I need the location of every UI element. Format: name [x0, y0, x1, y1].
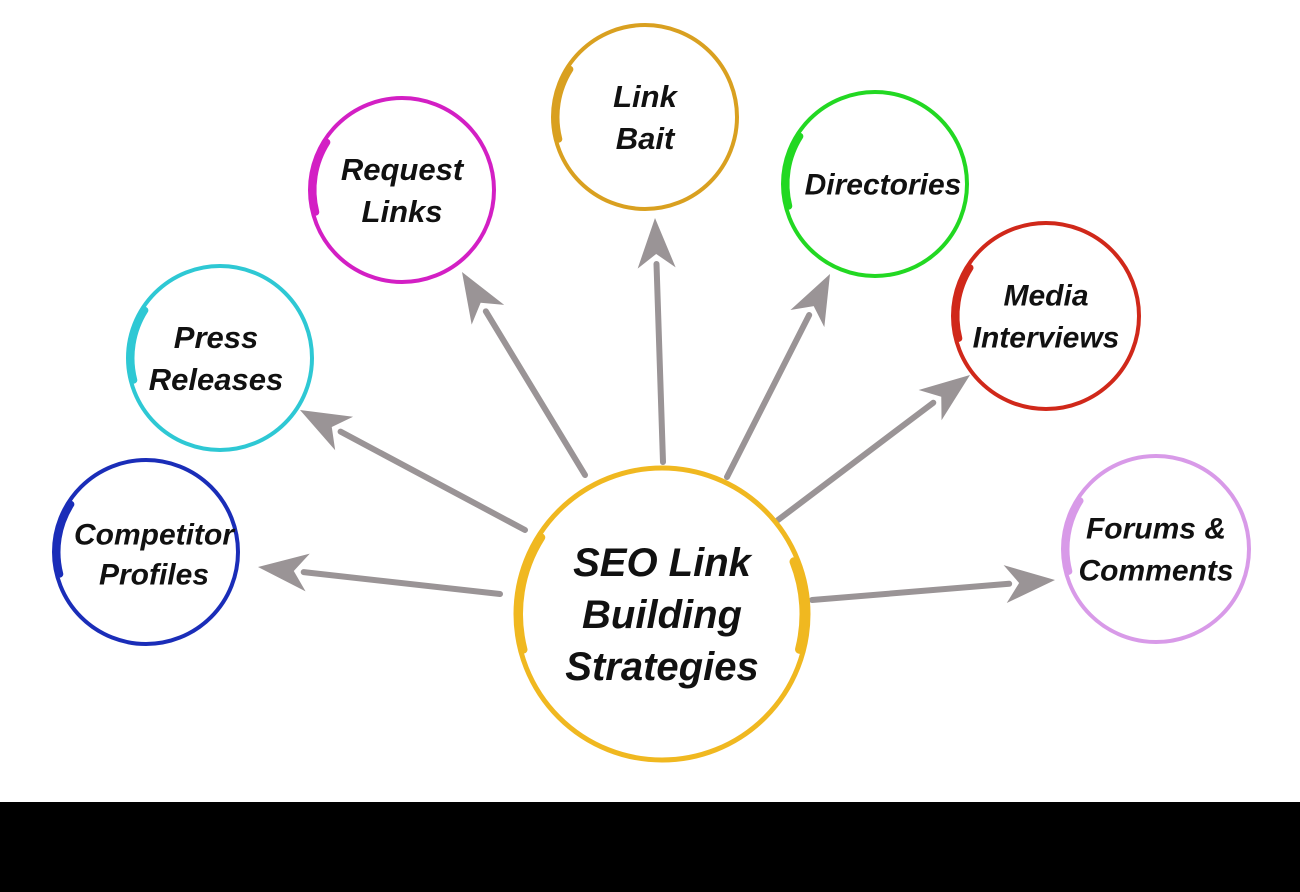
- center-circle-stroke-start: [515, 533, 546, 654]
- node-circle: [1061, 454, 1251, 644]
- center-label-line: Building: [582, 593, 742, 637]
- node-label-line: Bait: [616, 121, 676, 156]
- node-directories: Directories: [781, 90, 969, 278]
- center-circle-stroke-end: [789, 557, 809, 654]
- arrow-shaft: [809, 580, 1013, 603]
- node-circle: [951, 221, 1141, 411]
- node-circle: [551, 23, 739, 211]
- arrow-forums-comments: [809, 565, 1055, 604]
- arrow-head: [918, 375, 970, 421]
- arrow-directories: [724, 274, 830, 480]
- arrow-media-interviews: [775, 375, 970, 523]
- node-circle-stroke-start: [127, 306, 149, 384]
- arrow-head: [790, 274, 830, 328]
- arrow-head: [1003, 565, 1055, 604]
- node-forums-comments: Forums & Comments: [1061, 454, 1251, 644]
- arrow-press-releases: [300, 410, 528, 533]
- node-label-line: Media: [1003, 280, 1088, 313]
- node-circle-stroke-start: [782, 132, 804, 210]
- arrow-head: [258, 553, 310, 592]
- bottom-black-bar: [0, 802, 1300, 892]
- node-circle-stroke-start: [952, 264, 974, 342]
- node-circle-stroke-start: [1062, 497, 1084, 575]
- node-label-line: Profiles: [99, 559, 209, 592]
- node-label-line: Forums &: [1086, 513, 1226, 546]
- node-circle-ring: [126, 264, 314, 452]
- arrow-shaft: [724, 312, 813, 480]
- node-label-line: Press: [174, 320, 258, 355]
- node-circle: [52, 458, 240, 646]
- node-label-line: Directories: [805, 169, 962, 202]
- arrow-shaft: [653, 260, 666, 465]
- arrow-competitor-profiles: [258, 553, 503, 597]
- node-circle-ring: [551, 23, 739, 211]
- arrow-request-links: [462, 272, 588, 478]
- node-circle-ring: [951, 221, 1141, 411]
- node-circle: [781, 90, 969, 278]
- arrow-shaft: [300, 569, 503, 597]
- node-label-line: Releases: [149, 362, 283, 397]
- node-label-line: Comments: [1078, 555, 1233, 588]
- node-label-line: Request: [341, 152, 465, 187]
- node-label-line: Links: [362, 194, 443, 229]
- node-label-line: Competitor: [74, 519, 236, 552]
- node-circle-stroke-start: [552, 65, 574, 143]
- arrow-head: [300, 410, 354, 451]
- center-label-line: SEO Link: [573, 541, 753, 585]
- node-circle-stroke-start: [309, 138, 331, 216]
- node-circle: [308, 96, 496, 284]
- arrow-shaft: [482, 308, 588, 478]
- arrow-link-bait: [637, 218, 676, 465]
- arrow-shaft: [337, 428, 528, 533]
- node-circle-ring: [308, 96, 496, 284]
- arrow-head: [462, 272, 505, 325]
- center-label-line: Strategies: [565, 645, 758, 689]
- node-label-line: Link: [613, 79, 678, 114]
- node-label-line: Interviews: [973, 322, 1120, 355]
- arrow-shaft: [775, 399, 937, 523]
- node-circle-ring: [52, 458, 240, 646]
- node-circle: [126, 264, 314, 452]
- node-circle-stroke-start: [53, 500, 75, 578]
- arrow-head: [637, 218, 676, 269]
- node-circle-ring: [1061, 454, 1251, 644]
